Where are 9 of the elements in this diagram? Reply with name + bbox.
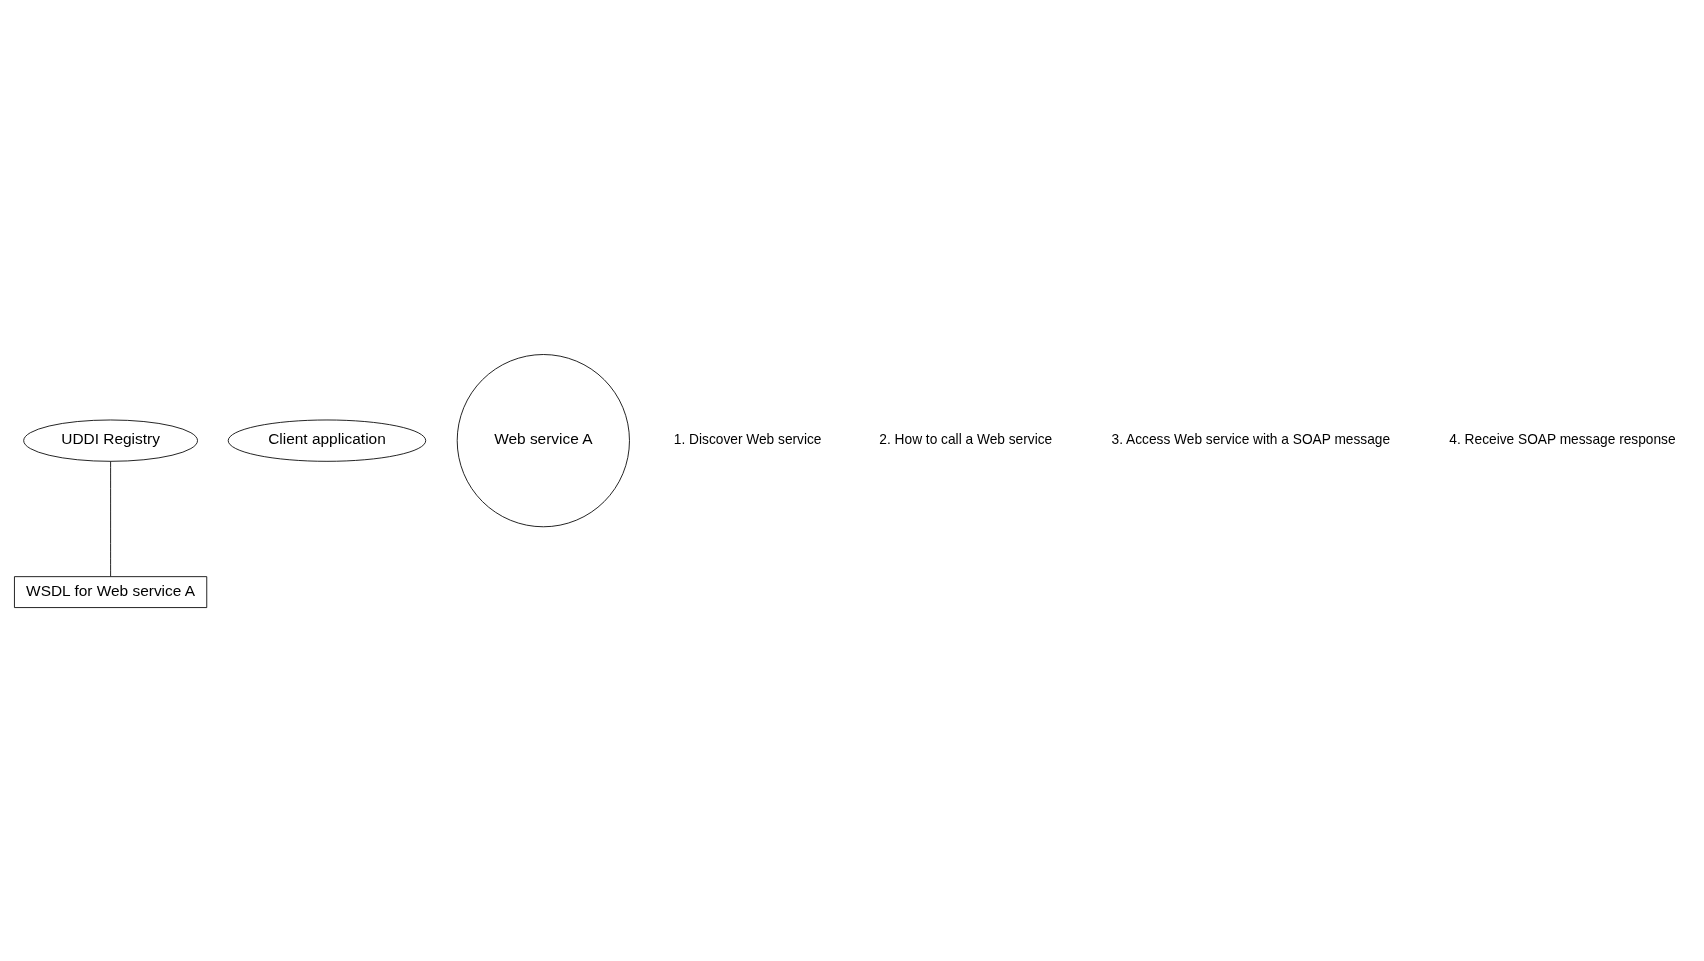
connector — [110, 460, 112, 577]
label: 1. Discover Web service — [673, 431, 822, 447]
label: 3. Access Web service with a SOAP message — [1111, 431, 1391, 447]
node-box: WSDL for Web service A — [14, 575, 208, 608]
label: 4. Receive SOAP message response — [1449, 431, 1676, 447]
node-ellipse: UDDI Registry — [23, 419, 198, 462]
node-ellipse: Client application — [227, 419, 427, 462]
node-circle: Web service A — [456, 353, 630, 527]
label: 2. How to call a Web service — [879, 431, 1053, 447]
